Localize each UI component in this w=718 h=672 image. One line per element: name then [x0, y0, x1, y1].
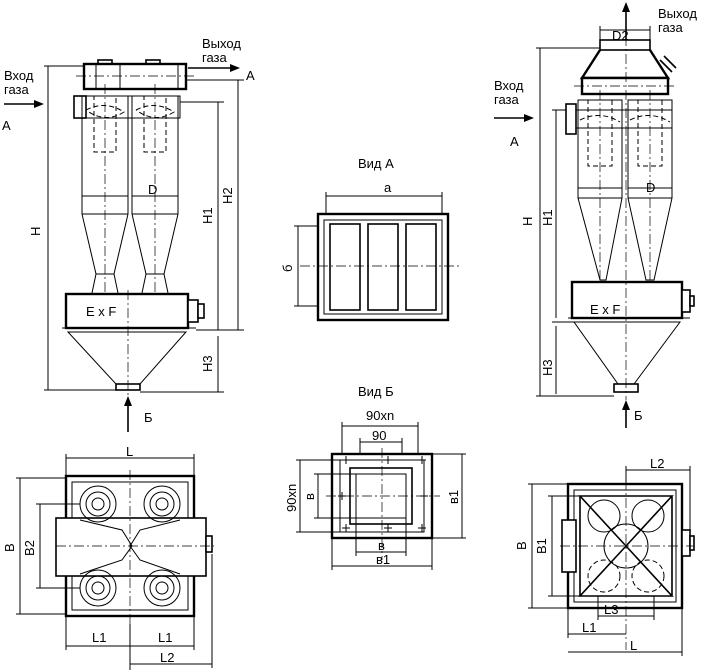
plan-dim-l2-label: L2	[160, 650, 174, 665]
inlet-nozzle	[73, 95, 87, 119]
outlet-collector	[82, 62, 188, 91]
plan-dim-l1a-label: L1	[92, 630, 106, 645]
dim-h-label: Н	[28, 227, 43, 236]
view-a-title: Вид А	[358, 156, 394, 171]
dim-v1-bottom-label: в1	[376, 552, 390, 567]
dim-b-label: б	[280, 265, 295, 272]
dim-a-label: а	[384, 180, 392, 195]
dim-90-top-label: 90	[372, 428, 386, 443]
right-inlet-nozzle	[565, 103, 577, 135]
arrow-a-inlet-label: А	[2, 118, 11, 133]
right-dust-hopper	[573, 321, 681, 385]
right-bunker-flange-box	[570, 280, 684, 320]
arrow-a-outlet-label: А	[246, 68, 255, 83]
right-dim-h1-label: Н1	[540, 209, 555, 226]
left-plan-view: L В В2 L1 L1 L2	[2, 444, 214, 670]
dim-v-left-label: в	[302, 493, 317, 500]
right-bottom-arrow-label: Б	[634, 408, 643, 423]
right-plan-dim-l-label: L	[630, 638, 637, 653]
dim-h2-label: Н2	[220, 187, 235, 204]
right-plan-view: L2 В В1 L3 L1 L	[514, 456, 695, 656]
right-dim-h3-label: Н3	[540, 359, 555, 376]
right-plan-dim-b-label: В	[514, 541, 529, 550]
dust-hopper	[66, 331, 188, 385]
view-a-flange	[316, 212, 450, 322]
dim-90xn-left-label: 90хn	[284, 484, 299, 512]
right-flange-size-label: E x F	[590, 302, 620, 317]
bottom-arrow-label: Б	[144, 410, 153, 425]
view-b: Вид Б 90хn 90 90хn в в1	[284, 384, 466, 570]
right-dim-h-label: Н	[520, 217, 535, 226]
view-b-title: Вид Б	[358, 384, 394, 399]
dim-h1-label: Н1	[200, 207, 215, 224]
right-plan-dim-l3-label: L3	[604, 602, 618, 617]
dim-v-bottom-label: в	[378, 538, 385, 553]
view-a: Вид А а б	[280, 156, 462, 322]
dust-bunker-flange-box	[64, 292, 190, 330]
dim-h3-label: Н3	[200, 355, 215, 372]
dim-d2-label: D2	[612, 28, 629, 43]
right-plan-dim-l1-label: L1	[582, 620, 596, 635]
plan-dim-l1b-label: L1	[158, 630, 172, 645]
right-plan-dim-b1-label: В1	[534, 538, 549, 554]
dim-d-label: D	[148, 182, 157, 197]
right-arrow-a-label: А	[510, 134, 519, 149]
plan-dim-b-label: В	[2, 543, 17, 552]
plan-dim-l-label: L	[126, 444, 133, 459]
right-plan-dim-l2-label: L2	[650, 456, 664, 471]
dim-v1-right-label: в1	[446, 490, 461, 504]
flange-size-label: E x F	[86, 304, 116, 319]
dim-90xn-top-label: 90хn	[366, 408, 394, 423]
plan-dim-b2-label: В2	[22, 540, 37, 556]
right-dim-d-label: D	[646, 180, 655, 195]
